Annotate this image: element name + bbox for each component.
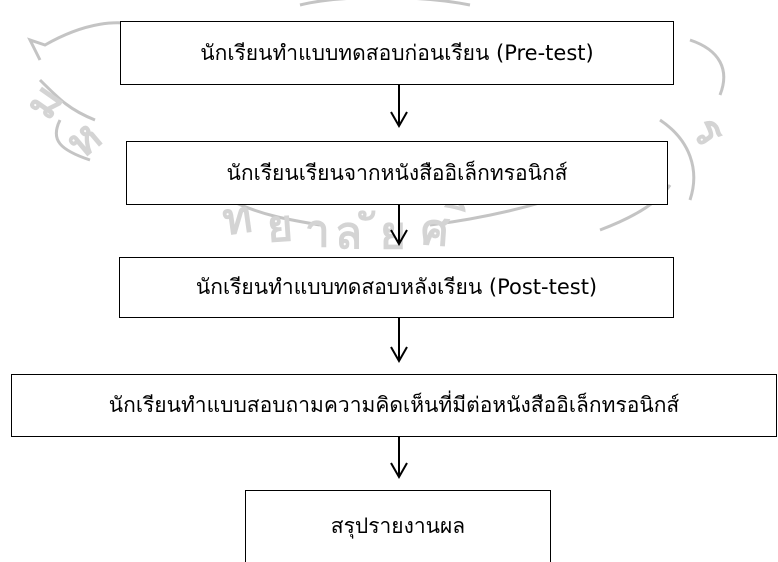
step-summary-label: สรุปรายงานผล [330, 514, 466, 538]
step-learn-ebook-label: นักเรียนเรียนจากหนังสืออิเล็กทรอนิกส์ [226, 160, 568, 185]
arrow-3-to-4 [390, 318, 408, 364]
step-posttest-box: นักเรียนทำแบบทดสอบหลังเรียน (Post-test) [119, 257, 674, 318]
arrow-1-to-2 [390, 85, 408, 129]
step-questionnaire-box: นักเรียนทำแบบสอบถามความคิดเห็นที่มีต่อหน… [11, 374, 777, 437]
arrow-4-to-5 [390, 437, 408, 480]
step-summary-box: สรุปรายงานผล [245, 490, 551, 562]
arrow-2-to-3 [390, 205, 408, 247]
step-pretest-box: นักเรียนทำแบบทดสอบก่อนเรียน (Pre-test) [120, 21, 674, 85]
step-questionnaire-label: นักเรียนทำแบบสอบถามความคิดเห็นที่มีต่อหน… [108, 393, 680, 417]
step-posttest-label: นักเรียนทำแบบทดสอบหลังเรียน (Post-test) [195, 275, 598, 299]
step-pretest-label: นักเรียนทำแบบทดสอบก่อนเรียน (Pre-test) [200, 40, 594, 65]
step-learn-ebook-box: นักเรียนเรียนจากหนังสืออิเล็กทรอนิกส์ [126, 141, 668, 205]
